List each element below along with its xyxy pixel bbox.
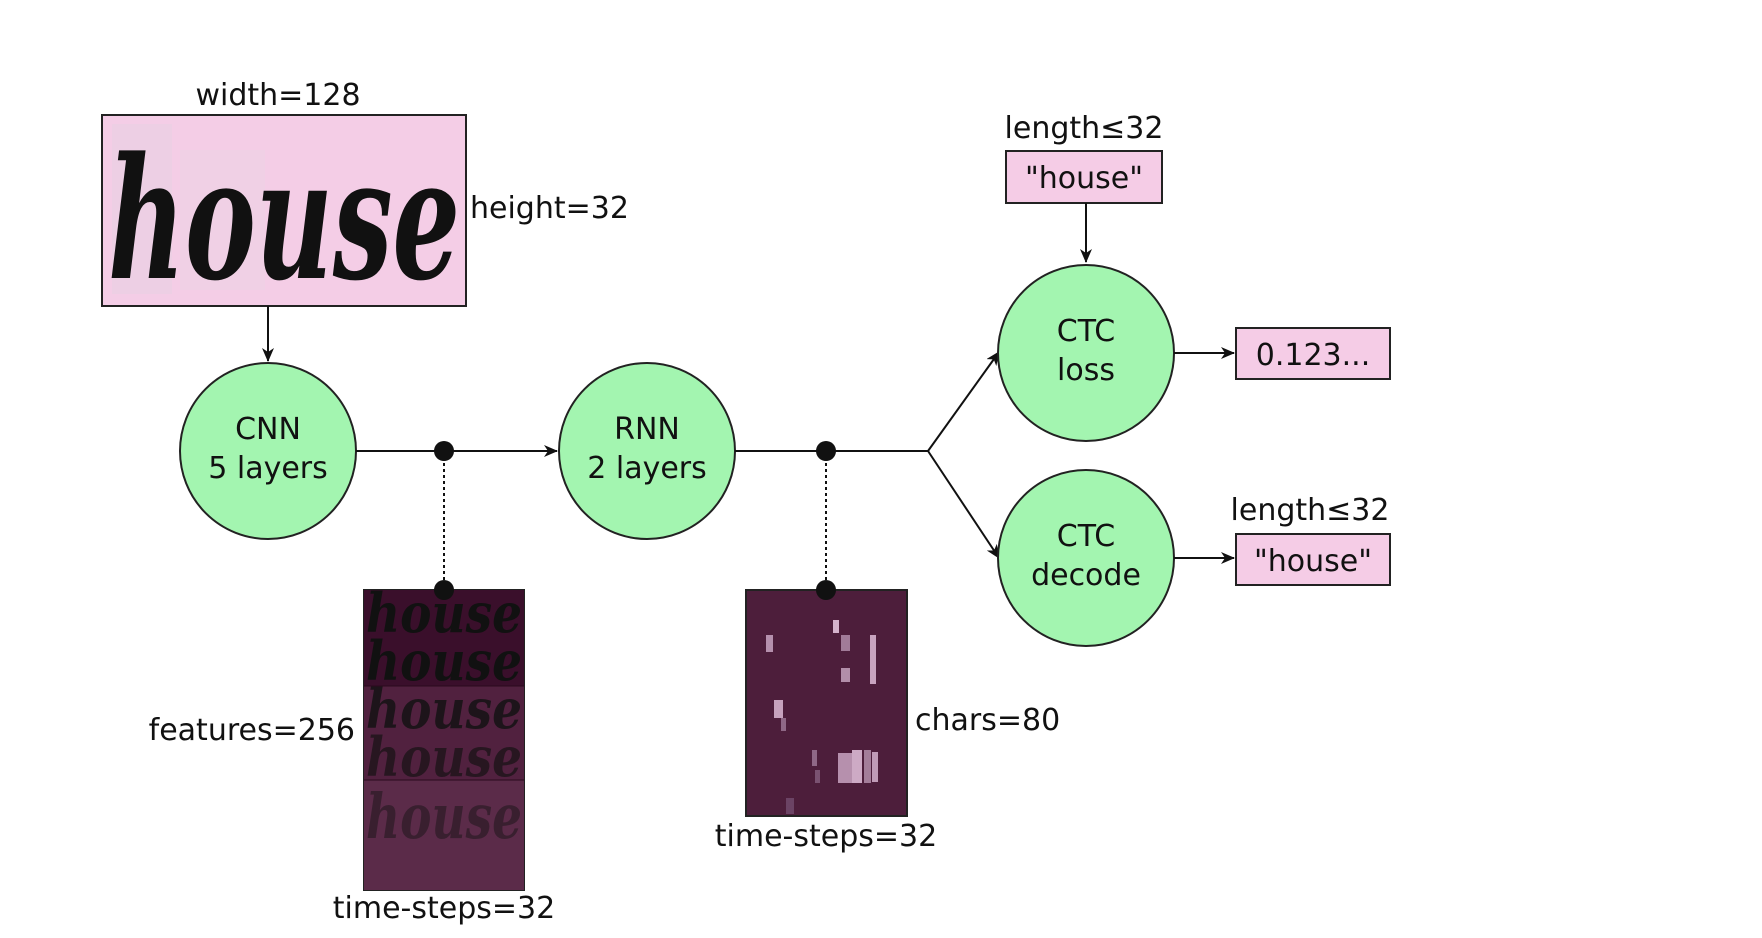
cnn-node-subtitle: 5 layers (208, 451, 328, 486)
ctc-decode-title: CTC (1057, 519, 1115, 554)
cnn-feature-map: house house house house house (363, 580, 525, 891)
ground-truth-text: "house" (1025, 161, 1143, 196)
decoded-text: "house" (1254, 544, 1372, 579)
ctc-decode-subtitle: decode (1031, 558, 1141, 593)
cnn-features-label: features=256 (149, 713, 355, 748)
cnn-node: CNN 5 layers (179, 362, 357, 540)
ctc-decode-node: CTC decode (997, 469, 1175, 647)
arrow-to-ctc-decode (927, 450, 1000, 559)
rnn-chars-label: chars=80 (915, 703, 1060, 738)
input-handwriting: house (108, 120, 460, 318)
ctc-loss-title: CTC (1057, 314, 1115, 349)
ctc-loss-node: CTC loss (997, 264, 1175, 442)
cnn-time-steps-label: time-steps=32 (333, 891, 555, 926)
input-image: house (101, 114, 467, 318)
feature-map-word-5: house (366, 780, 522, 853)
feature-map-word-4: house (366, 725, 522, 789)
rnn-node: RNN 2 layers (558, 362, 736, 540)
rnn-node-title: RNN (614, 412, 680, 447)
rnn-output-matrix (745, 580, 908, 817)
input-height-label: height=32 (470, 191, 629, 226)
decoded-text-box: "house" (1235, 533, 1391, 586)
ground-truth-box: "house" (1005, 150, 1163, 204)
cnn-node-title: CNN (235, 412, 301, 447)
rnn-node-subtitle: 2 layers (587, 451, 707, 486)
ground-truth-length-label: length≤32 (1005, 111, 1164, 146)
input-width-label: width=128 (195, 78, 360, 113)
rnn-time-steps-label: time-steps=32 (715, 819, 937, 854)
feature-map-word-3: house (366, 677, 522, 741)
loss-value-text: 0.123... (1256, 338, 1371, 373)
loss-value-box: 0.123... (1235, 327, 1391, 380)
ctc-loss-subtitle: loss (1057, 353, 1115, 388)
decode-length-label: length≤32 (1231, 493, 1390, 528)
arrow-to-ctc-loss (927, 351, 1000, 452)
feature-map-word-2: house (366, 629, 522, 693)
